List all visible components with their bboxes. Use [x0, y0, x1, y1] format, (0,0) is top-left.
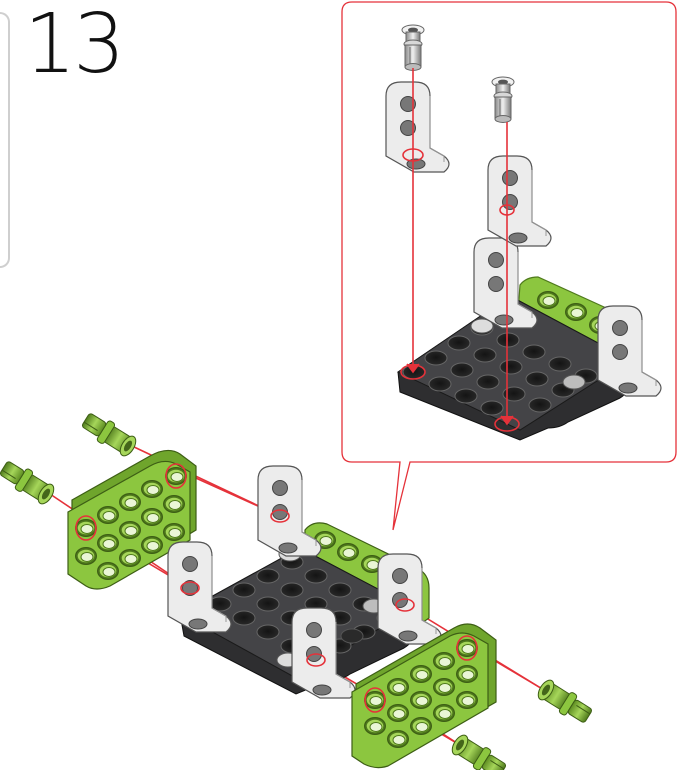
instruction-step: 13: [0, 0, 678, 770]
assembly-illustration: [0, 0, 678, 770]
